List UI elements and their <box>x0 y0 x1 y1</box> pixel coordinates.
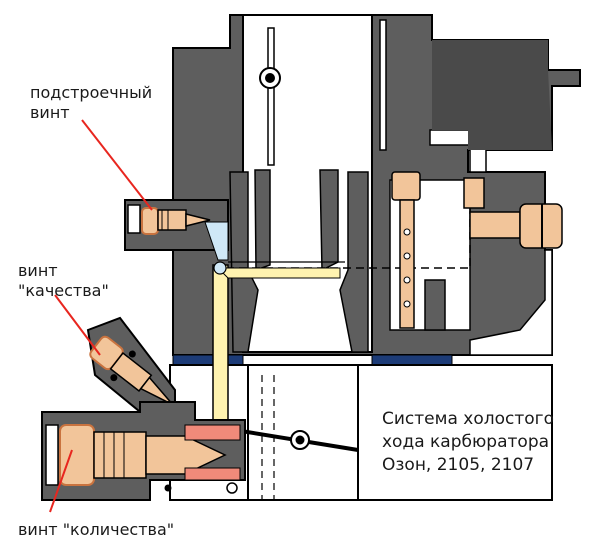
caption-line3: Озон, 2105, 2107 <box>382 455 534 475</box>
label-trim-screw-line2: винт <box>30 103 70 122</box>
caption-line2: хода карбюратора <box>382 432 549 452</box>
leader-lines <box>49 119 153 513</box>
idle-fuel-jet <box>463 177 563 249</box>
caption-line1: Система холостого <box>382 409 554 429</box>
quantity-screw-housing <box>41 401 246 501</box>
throttle-body <box>169 364 553 501</box>
idle-fuel-channel <box>204 221 341 431</box>
label-trim-screw-line1: подстроечный <box>30 83 152 102</box>
label-quality-screw-line2: "качества" <box>18 281 109 300</box>
label-quantity-screw: винт "количества" <box>18 520 174 539</box>
emulsion-tube <box>391 171 421 329</box>
carburetor-upper-body <box>124 14 581 356</box>
label-quality-screw-line1: винт <box>18 261 58 280</box>
quality-screw-housing <box>86 316 176 422</box>
trim-screw <box>127 204 211 235</box>
